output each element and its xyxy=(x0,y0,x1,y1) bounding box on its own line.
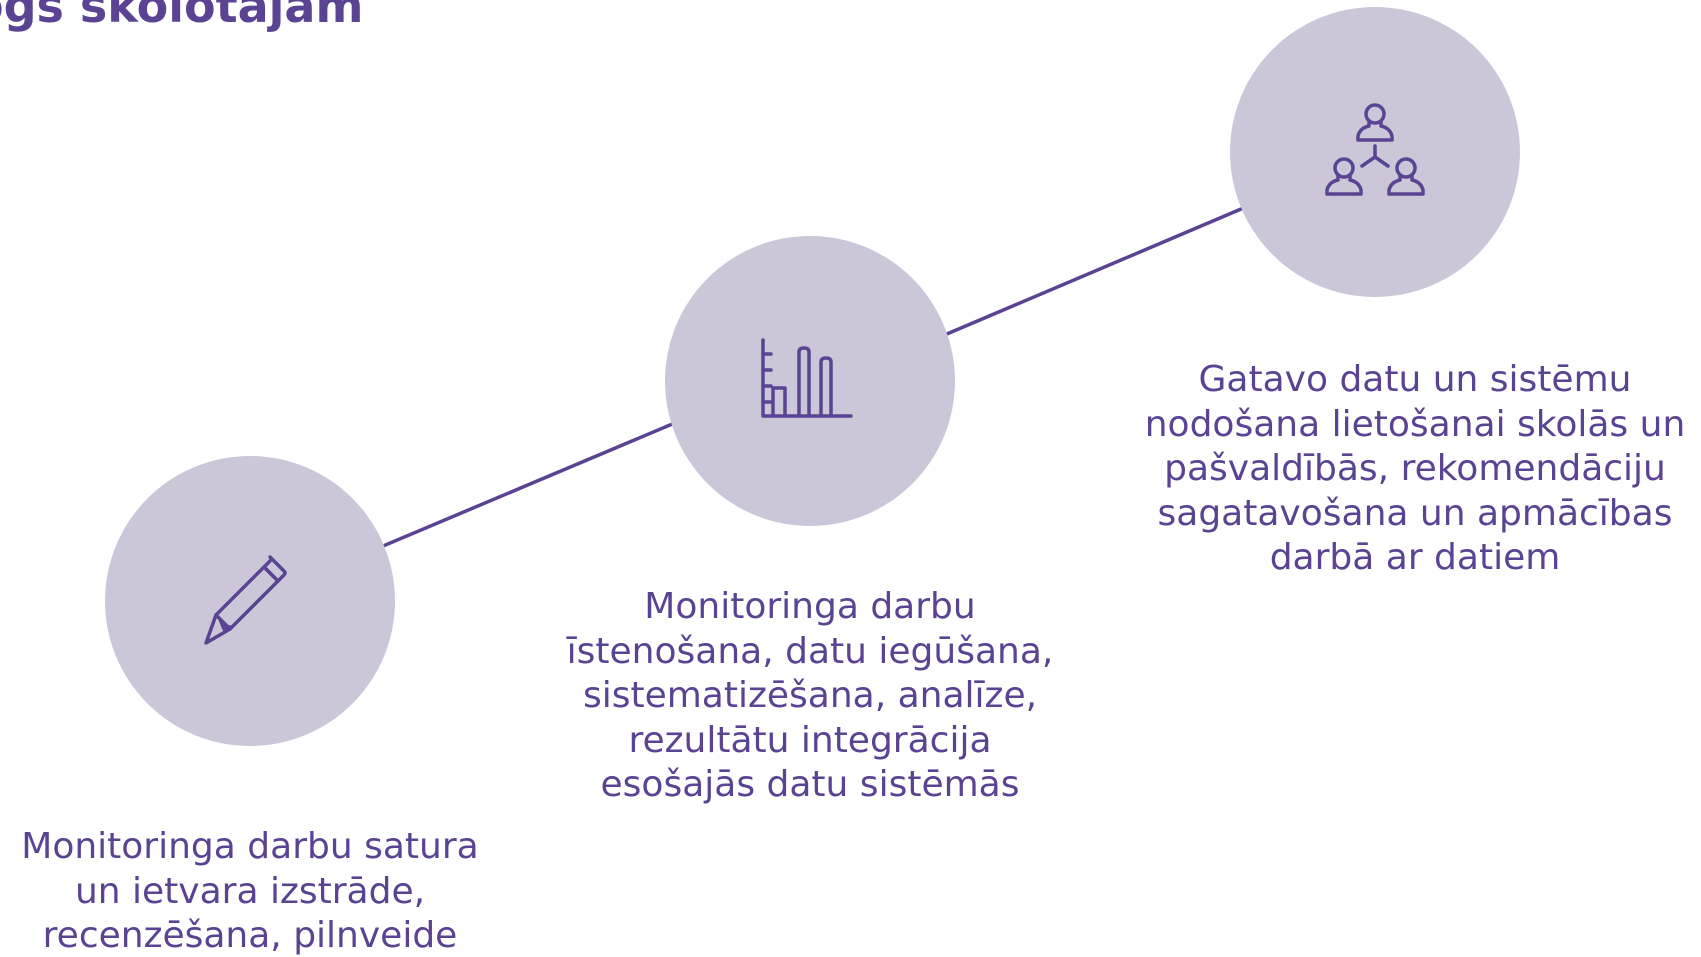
connector-line-1-2 xyxy=(356,412,697,559)
step-3-line: pašvaldībās, rekomendāciju xyxy=(1164,448,1666,489)
step-1-circle xyxy=(105,456,395,746)
step-3-text: Gatavo datu un sistēmu nodošana lietošan… xyxy=(1130,358,1700,581)
step-3-line: Gatavo datu un sistēmu xyxy=(1198,359,1632,400)
step-2-line: rezultātu integrācija xyxy=(628,719,992,761)
step-1-line: recenzēšana, pilnveide xyxy=(42,915,458,956)
step-2-line: esošajās datu sistēmās xyxy=(600,764,1020,805)
step-1-line: un ietvara izstrāde, xyxy=(74,870,426,912)
step-1-text: Monitoringa darbu satura un ietvara izst… xyxy=(0,825,500,957)
step-1-line: Monitoringa darbu satura xyxy=(21,826,479,867)
step-3-line: nodošana lietošanai skolās un xyxy=(1144,403,1686,445)
step-2-text: Monitoringa darbu īstenošana, datu iegūš… xyxy=(540,585,1080,808)
step-3-line: darbā ar datiem xyxy=(1269,537,1561,578)
team-network-icon xyxy=(1325,103,1425,196)
step-2-line: īstenošana, datu iegūšana, xyxy=(566,630,1054,672)
pencil-icon xyxy=(204,555,287,645)
step-2-line: sistematizēšana, analīze, xyxy=(582,675,1038,716)
step-3-circle xyxy=(1230,7,1520,297)
page-title: ogs skolotājam xyxy=(0,0,364,33)
step-2-line: Monitoringa darbu xyxy=(644,586,976,627)
step-2-circle xyxy=(665,236,955,526)
step-3-line: sagatavošana un apmācības xyxy=(1157,492,1673,534)
connector-line-2-3 xyxy=(927,196,1268,344)
bar-chart-icon xyxy=(761,338,853,418)
